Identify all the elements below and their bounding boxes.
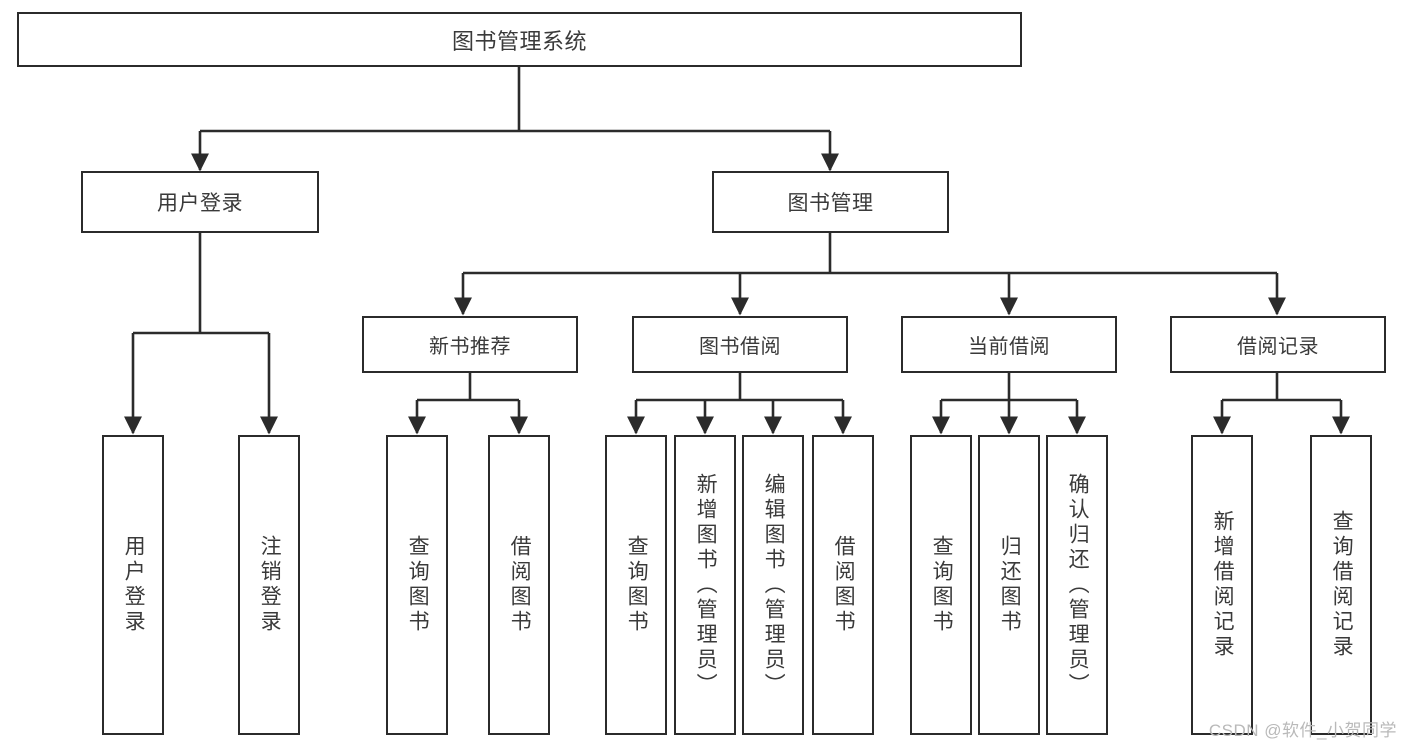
node-leaf-query-book-1[interactable]: 查询图书 bbox=[386, 435, 448, 735]
node-leaf-confirm-return-label: 确认归还（管理员） bbox=[1066, 472, 1090, 698]
node-new-book-recommend[interactable]: 新书推荐 bbox=[362, 316, 578, 373]
node-leaf-confirm-return[interactable]: 确认归还（管理员） bbox=[1046, 435, 1108, 735]
node-leaf-borrow-book-2-label: 借阅图书 bbox=[832, 535, 856, 635]
node-book-borrow[interactable]: 图书借阅 bbox=[632, 316, 848, 373]
node-user-login[interactable]: 用户登录 bbox=[81, 171, 319, 233]
node-book-borrow-label: 图书借阅 bbox=[699, 336, 781, 358]
node-leaf-user-logout[interactable]: 注销登录 bbox=[238, 435, 300, 735]
node-leaf-query-book-3[interactable]: 查询图书 bbox=[910, 435, 972, 735]
node-leaf-query-book-2[interactable]: 查询图书 bbox=[605, 435, 667, 735]
node-leaf-add-record[interactable]: 新增借阅记录 bbox=[1191, 435, 1253, 735]
watermark-text: CSDN @软件_小贺同学 bbox=[1208, 721, 1397, 740]
node-leaf-user-login[interactable]: 用户登录 bbox=[102, 435, 164, 735]
node-leaf-add-book[interactable]: 新增图书（管理员） bbox=[674, 435, 736, 735]
node-borrow-record-label: 借阅记录 bbox=[1237, 336, 1319, 358]
node-leaf-return-book[interactable]: 归还图书 bbox=[978, 435, 1040, 735]
node-leaf-borrow-book-1-label: 借阅图书 bbox=[508, 535, 532, 635]
node-new-book-recommend-label: 新书推荐 bbox=[429, 336, 511, 358]
node-book-manage-label: 图书管理 bbox=[787, 192, 874, 215]
node-leaf-query-book-3-label: 查询图书 bbox=[930, 535, 954, 635]
node-leaf-edit-book[interactable]: 编辑图书（管理员） bbox=[742, 435, 804, 735]
node-leaf-edit-book-label: 编辑图书（管理员） bbox=[762, 472, 786, 698]
node-leaf-user-login-label: 用户登录 bbox=[122, 535, 146, 635]
node-borrow-record[interactable]: 借阅记录 bbox=[1170, 316, 1386, 373]
node-root-label: 图书管理系统 bbox=[451, 28, 587, 54]
node-leaf-return-book-label: 归还图书 bbox=[998, 535, 1022, 635]
node-leaf-add-record-label: 新增借阅记录 bbox=[1211, 510, 1235, 660]
node-current-borrow-label: 当前借阅 bbox=[968, 336, 1050, 358]
node-leaf-query-book-1-label: 查询图书 bbox=[406, 535, 430, 635]
node-leaf-borrow-book-1[interactable]: 借阅图书 bbox=[488, 435, 550, 735]
node-user-login-label: 用户登录 bbox=[157, 192, 243, 215]
node-current-borrow[interactable]: 当前借阅 bbox=[901, 316, 1117, 373]
node-root[interactable]: 图书管理系统 bbox=[17, 12, 1022, 67]
node-leaf-query-book-2-label: 查询图书 bbox=[625, 535, 649, 635]
node-book-manage[interactable]: 图书管理 bbox=[712, 171, 949, 233]
node-leaf-query-record-label: 查询借阅记录 bbox=[1330, 510, 1354, 660]
node-leaf-query-record[interactable]: 查询借阅记录 bbox=[1310, 435, 1372, 735]
node-leaf-borrow-book-2[interactable]: 借阅图书 bbox=[812, 435, 874, 735]
node-leaf-user-logout-label: 注销登录 bbox=[258, 535, 282, 635]
node-leaf-add-book-label: 新增图书（管理员） bbox=[694, 472, 718, 698]
